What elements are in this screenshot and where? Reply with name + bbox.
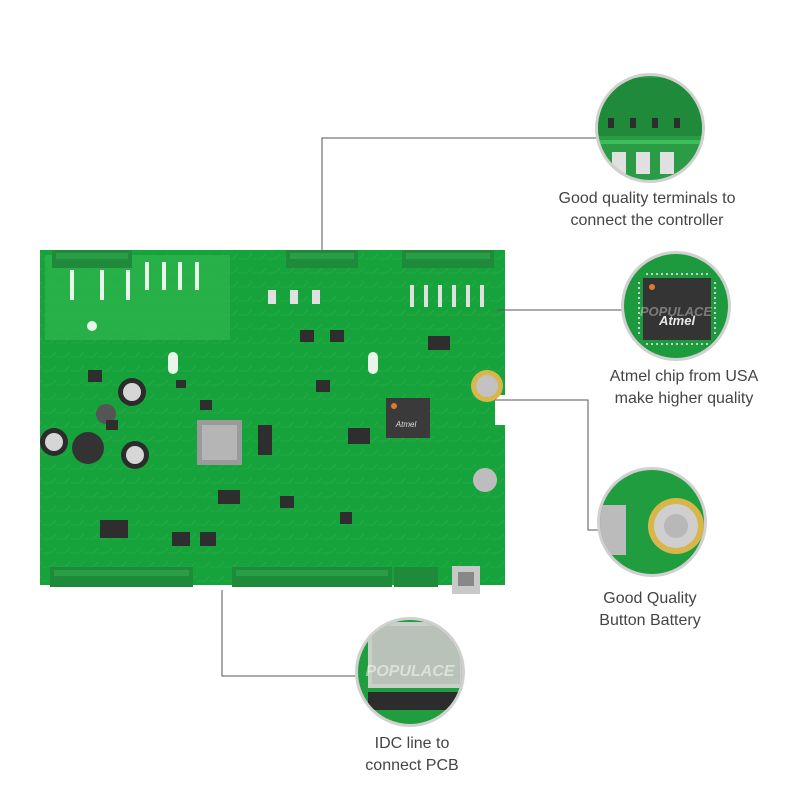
top-terminal-left: [52, 250, 132, 268]
bottom-terminal-middle: [232, 567, 392, 587]
zoom-circle-terminals: [595, 73, 705, 183]
zoom-circle-atmel-chip: [621, 251, 731, 361]
watermark-idc: POPULACE: [366, 663, 456, 680]
leader-line-battery: [495, 399, 600, 531]
bottom-terminal-right: [394, 567, 438, 587]
chip-marking-zoom: Atmel: [658, 313, 696, 328]
top-terminal-middle: [286, 250, 358, 268]
caption-atmel-line1: Atmel chip from USA: [609, 368, 759, 385]
caption-terminals: Good quality terminals to connect the co…: [537, 188, 757, 232]
leader-lines: [221, 137, 625, 677]
caption-terminals-line1: Good quality terminals to: [558, 190, 736, 207]
bottom-terminal-left: [50, 567, 193, 587]
zoom-circle-idc: [355, 617, 465, 727]
caption-atmel-line2: make higher quality: [614, 390, 754, 407]
caption-atmel: Atmel chip from USA make higher quality: [574, 366, 794, 410]
caption-battery-line1: Good Quality: [603, 590, 697, 607]
caption-battery-line2: Button Battery: [599, 612, 701, 629]
pcb-board: [40, 250, 509, 594]
caption-battery: Good Quality Button Battery: [540, 588, 760, 632]
leader-line-idc: [221, 590, 358, 677]
caption-terminals-line2: connect the controller: [570, 212, 724, 229]
caption-idc: IDC line to connect PCB: [302, 733, 522, 777]
caption-idc-line1: IDC line to: [374, 735, 450, 752]
top-terminal-right: [402, 250, 494, 268]
caption-idc-line2: connect PCB: [365, 757, 459, 774]
chip-marking-board: Atmel: [395, 420, 417, 429]
zoom-circle-battery: [597, 467, 707, 577]
watermark-chip: POPULACE: [640, 304, 713, 319]
leader-line-terminals: [321, 137, 598, 250]
